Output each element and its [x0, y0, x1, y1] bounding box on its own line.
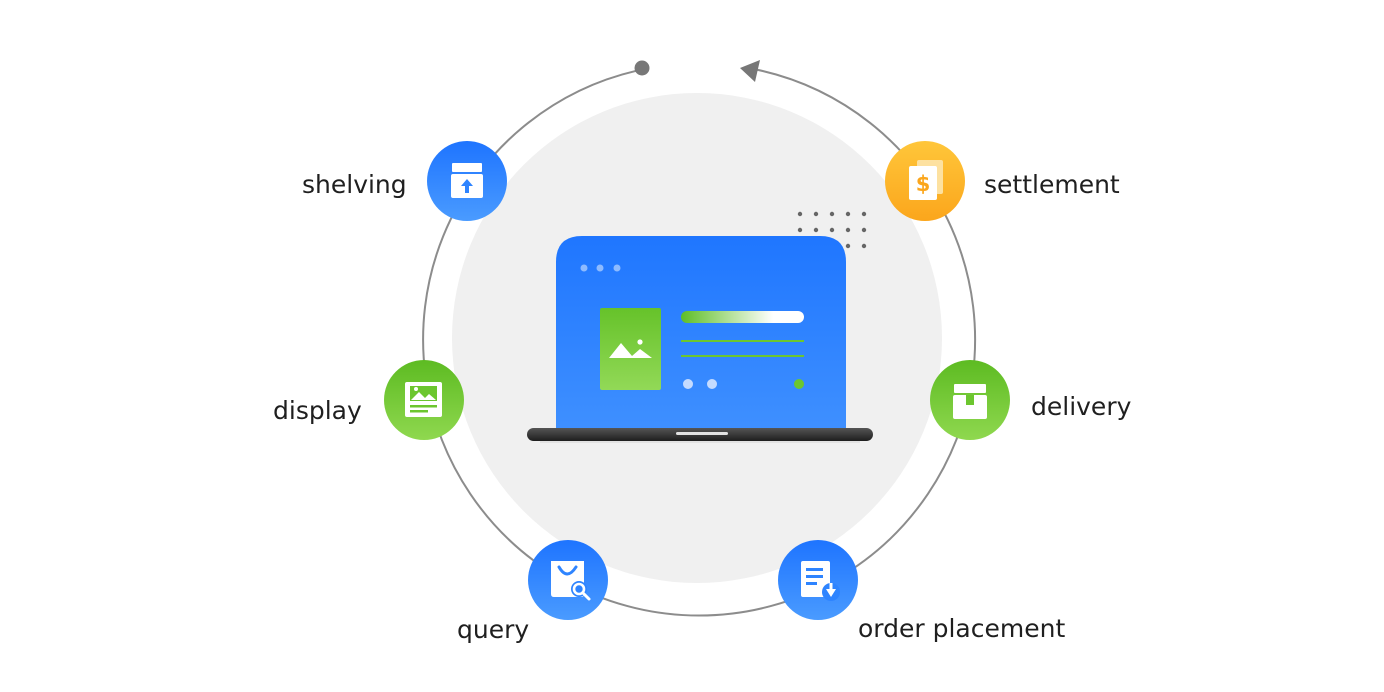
order-download-icon	[801, 561, 840, 601]
step-label-order-placement: order placement	[858, 614, 1066, 643]
box-upload-icon	[451, 163, 483, 198]
step-label-settlement: settlement	[984, 170, 1120, 199]
dot-grid-decoration	[797, 211, 867, 249]
ring-start-dot	[634, 60, 650, 76]
step-node-delivery	[930, 360, 1010, 440]
step-node-display	[384, 360, 464, 440]
laptop-storefront-icon	[527, 236, 873, 443]
svg-text:$: $	[916, 172, 931, 196]
image-card-icon	[405, 382, 442, 417]
step-label-delivery: delivery	[1031, 392, 1132, 421]
dollar-document-icon: $	[909, 160, 943, 200]
step-label-display: display	[273, 396, 362, 425]
step-node-query	[528, 540, 608, 620]
step-label-query: query	[457, 615, 530, 644]
step-node-settlement: $	[885, 141, 965, 221]
shopping-bag-search-icon	[551, 561, 591, 601]
step-node-shelving	[427, 141, 507, 221]
package-box-icon	[953, 384, 987, 419]
step-label-shelving: shelving	[302, 170, 407, 199]
cycle-ring	[422, 68, 977, 617]
ring-arrowhead-icon	[740, 60, 760, 82]
step-node-order-placement	[778, 540, 858, 620]
